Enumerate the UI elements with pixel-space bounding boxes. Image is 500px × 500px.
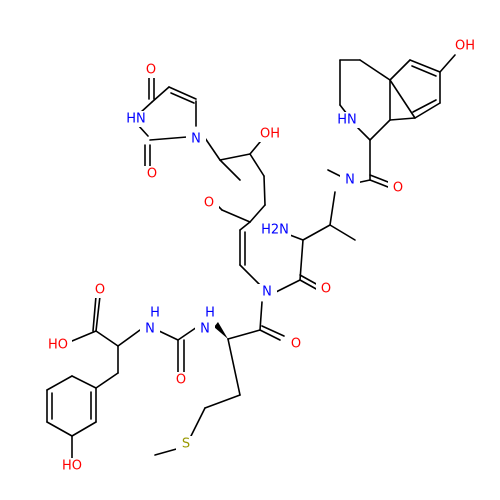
atom-uracil-o-top: O — [146, 63, 156, 78]
atom-acid-o: O — [95, 283, 105, 298]
atom-amide-o-right: O — [321, 282, 331, 297]
atom-amide-n-methyl: N — [345, 173, 355, 188]
atom-urea-o: O — [176, 373, 186, 388]
atom-tic-nh: HN — [337, 113, 357, 128]
atom-acid-oh: HO — [48, 338, 68, 353]
atom-amine-h2n: H2N — [261, 223, 289, 238]
atom-phenol-oh: HO — [62, 459, 82, 474]
atom-tic-oh: OH — [455, 39, 475, 54]
atom-sugar-oh: OH — [260, 127, 280, 142]
atom-uracil-n1: N — [191, 132, 201, 147]
atom-nh-left-h: H — [150, 306, 160, 321]
atom-nh-left-n: N — [145, 322, 155, 337]
atom-uracil-nh: HN — [126, 112, 146, 127]
atom-nh-right-n: N — [200, 322, 210, 337]
atom-uracil-o-mid: O — [147, 167, 157, 182]
atom-amide-o-met: O — [291, 337, 301, 352]
atom-sulfur: S — [182, 437, 190, 452]
atom-labels: O HN O N OH O OH HN N O H2N N O H N H N — [44, 38, 478, 474]
atom-sugar-o-ring: O — [204, 196, 214, 211]
atom-nh-right-h: H — [205, 306, 215, 321]
bond-lines — [46, 54, 456, 459]
atom-amide-o-tic: O — [393, 181, 403, 196]
atom-peptide-n: N — [262, 285, 272, 300]
